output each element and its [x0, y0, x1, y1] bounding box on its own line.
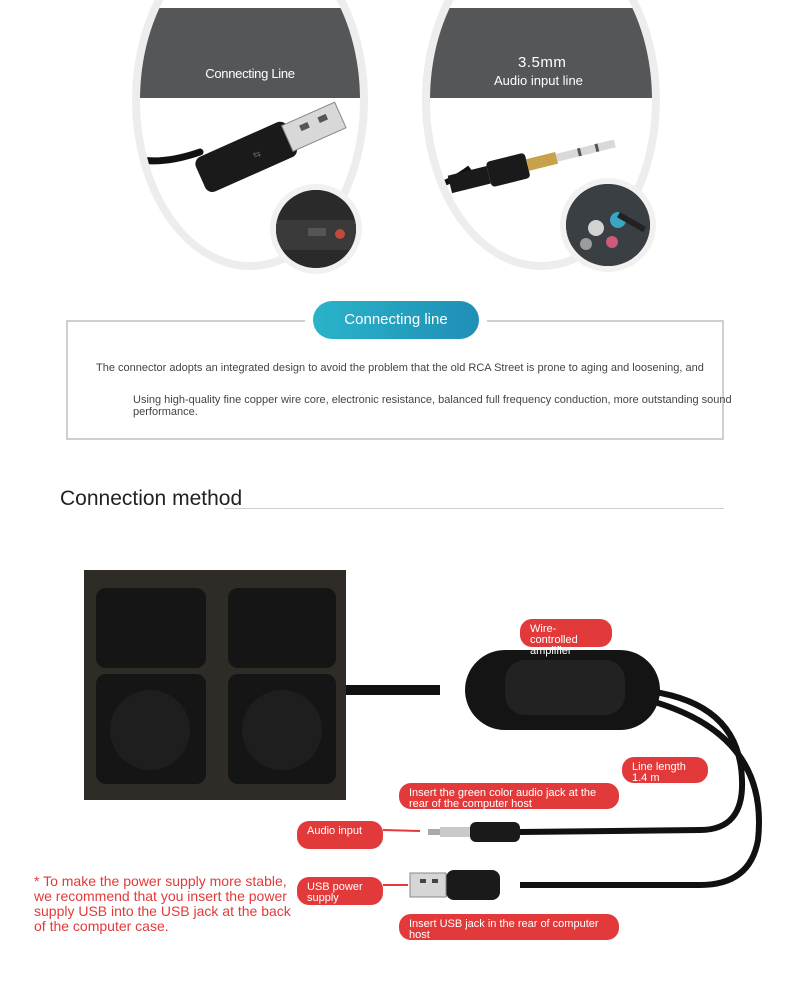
photo-caption-band: 3.5mm Audio input line [430, 8, 652, 98]
usb-plug [409, 870, 500, 900]
usb-cable [520, 695, 762, 888]
line-length-label: Line length 1.4 m [622, 757, 708, 784]
left-speaker [84, 570, 216, 800]
audio-input-arrow [382, 829, 421, 832]
wire-description: Using high-quality fine copper wire core… [133, 394, 732, 418]
green-jack-label: Insert the green color audio jack at the… [399, 783, 619, 810]
amplifier-label: Wire-controlled amplifier [520, 619, 612, 657]
usb-rear-label: Insert USB jack in the rear of computer … [399, 914, 619, 941]
svg-text:⇆: ⇆ [251, 148, 262, 160]
audio-input-line-caption: Audio input line [494, 73, 583, 88]
computer-rear-inset [270, 184, 362, 274]
sound-card-ports-illustration [566, 184, 650, 266]
audio-input-label: Audio input [297, 821, 383, 849]
sound-card-inset [560, 178, 656, 272]
connection-diagram [84, 570, 762, 900]
connection-method-title: Connection method [60, 487, 243, 510]
usb-cable-photo: Connecting Line ⇆ [132, 0, 368, 270]
connector-description: The connector adopts an integrated desig… [96, 362, 704, 374]
audio-cable [519, 687, 746, 835]
section-divider [224, 508, 724, 509]
connecting-line-box [66, 320, 724, 440]
computer-back-panel-illustration [276, 190, 356, 268]
connecting-line-heading: Connecting line [313, 301, 479, 339]
power-supply-note: * To make the power supply more stable, … [34, 873, 291, 934]
audio-jack-plug [428, 822, 520, 842]
photo-caption-band: Connecting Line [140, 8, 360, 98]
usb-plug-illustration: ⇆ [140, 101, 347, 192]
usb-power-label: USB power supply [297, 877, 383, 905]
size-caption: 3.5mm [518, 54, 567, 71]
audio-jack-illustration [430, 139, 616, 194]
wire-controlled-amplifier [465, 650, 660, 730]
connecting-line-caption: Connecting Line [205, 66, 295, 81]
right-speaker [216, 570, 346, 800]
